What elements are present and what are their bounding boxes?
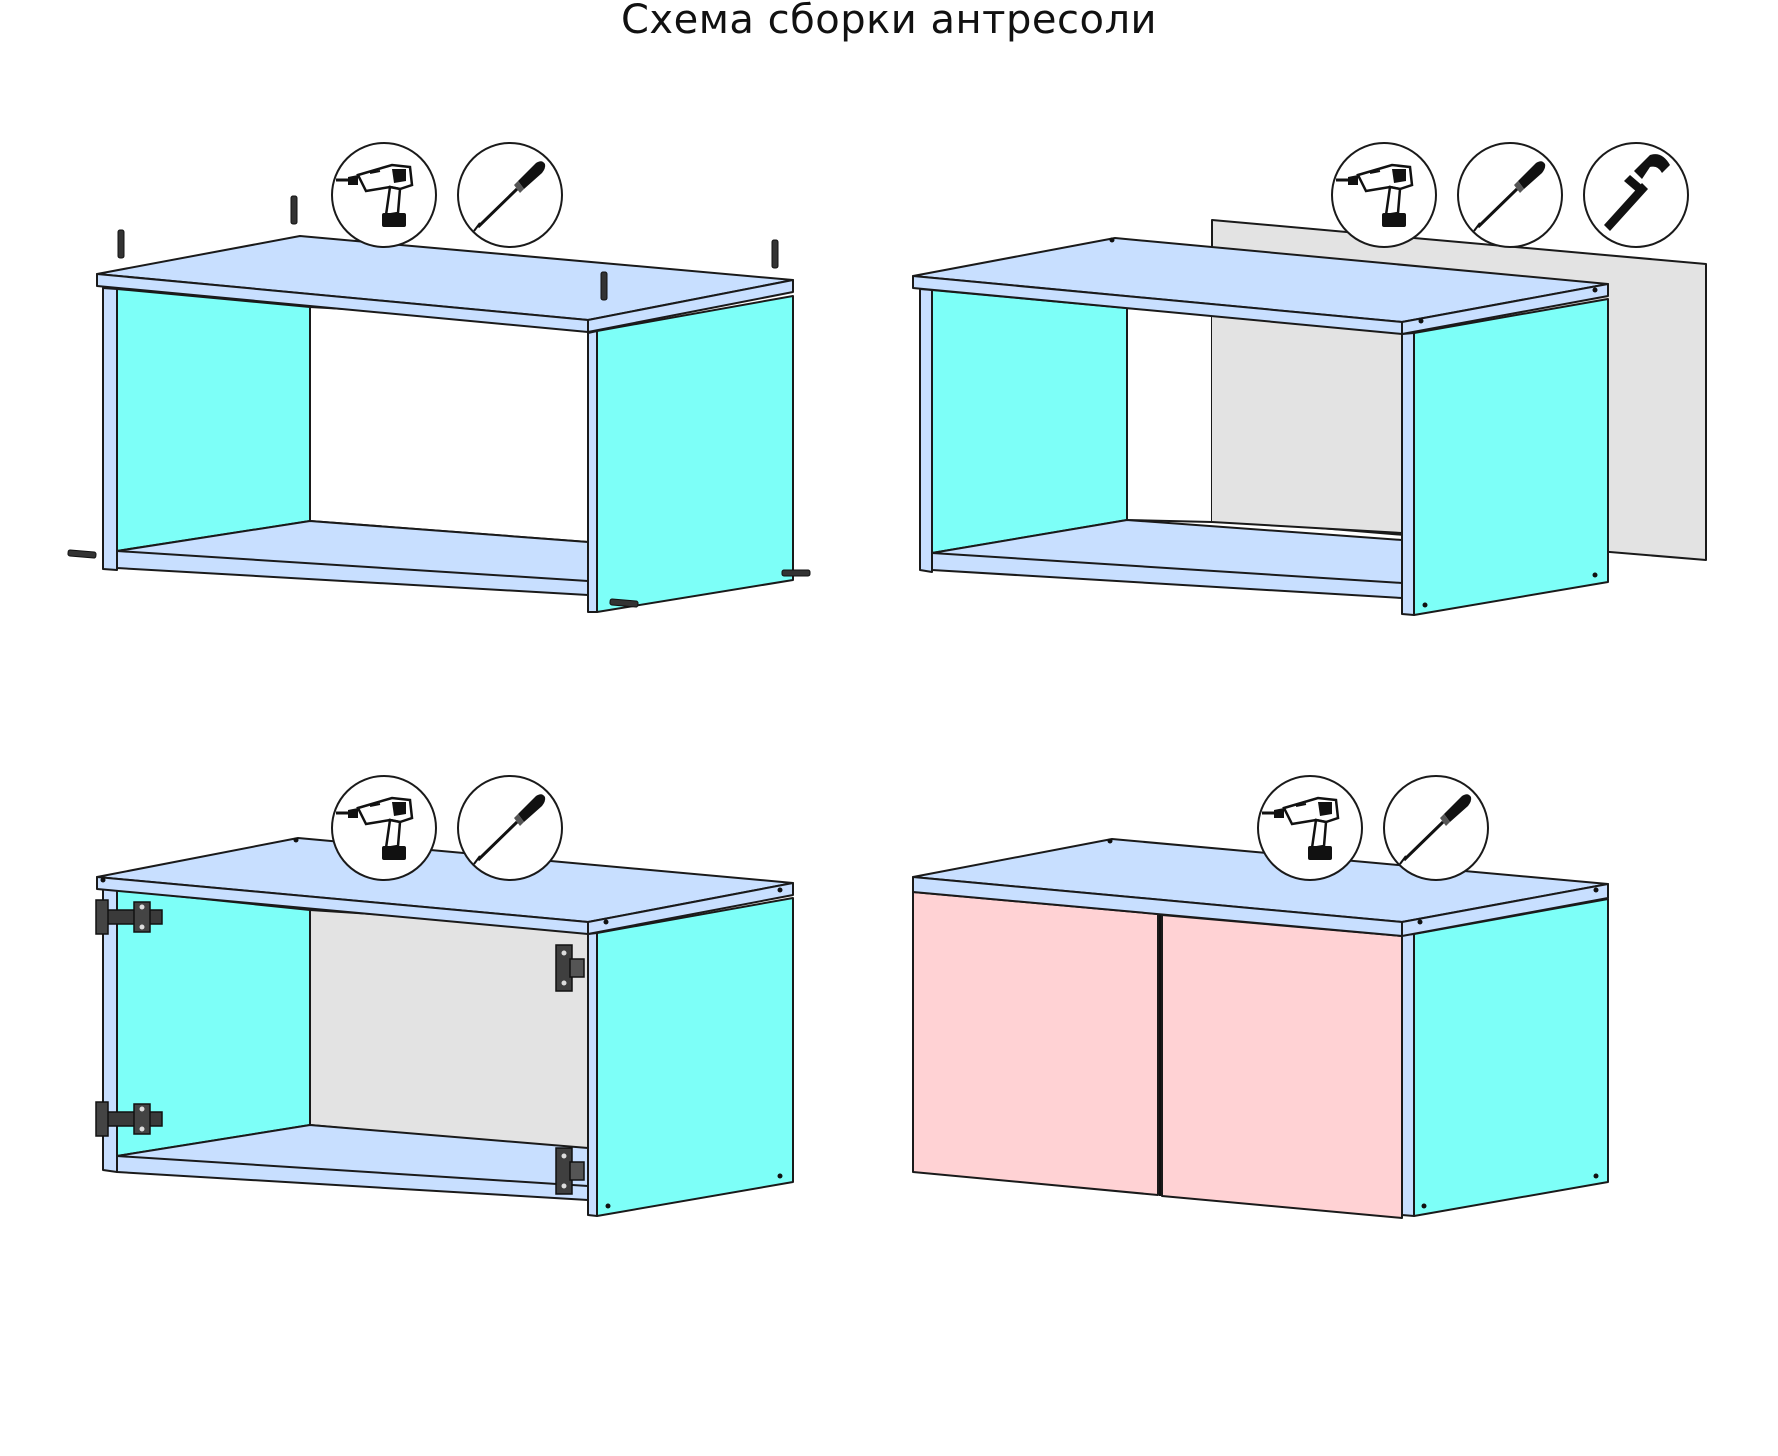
tool-circle <box>1257 775 1363 881</box>
right-side-edge <box>1401 332 1415 616</box>
step-1-tools <box>331 142 563 248</box>
top-panel-side-edge <box>587 882 794 935</box>
step-1-frame-assembly <box>67 142 811 613</box>
top-panel-side-edge <box>1401 883 1609 937</box>
page-title: Схема сборки антресоли <box>621 0 1157 43</box>
step-4-doors <box>912 775 1609 1219</box>
tool-circle <box>1331 142 1437 248</box>
tool-circle <box>331 775 437 881</box>
left-side-panel <box>116 288 311 552</box>
right-side-panel <box>596 897 794 1217</box>
right-side-edge <box>587 330 598 613</box>
step-4-tools <box>1257 775 1489 881</box>
step-3-tools <box>331 775 563 881</box>
dowel-set <box>67 195 811 608</box>
step-3-hinges <box>95 775 794 1217</box>
door-left <box>912 891 1159 1196</box>
back-opening <box>309 306 589 543</box>
right-side-panel <box>596 295 794 613</box>
left-side-panel <box>931 289 1128 554</box>
right-side-edge <box>1401 933 1415 1217</box>
back-opening <box>1126 307 1213 523</box>
left-side-edge <box>919 288 933 573</box>
step-2-back-panel <box>912 142 1707 616</box>
door-right <box>1161 914 1403 1219</box>
right-side-panel <box>1413 298 1609 616</box>
step-2-tools <box>1331 142 1689 248</box>
top-panel-side-edge <box>587 279 794 333</box>
top-panel-side-edge <box>1401 283 1609 335</box>
right-side-panel <box>1413 898 1609 1217</box>
right-side-edge <box>587 932 598 1217</box>
left-side-edge <box>102 287 118 571</box>
back-panel <box>309 909 589 1151</box>
tool-circle <box>331 142 437 248</box>
